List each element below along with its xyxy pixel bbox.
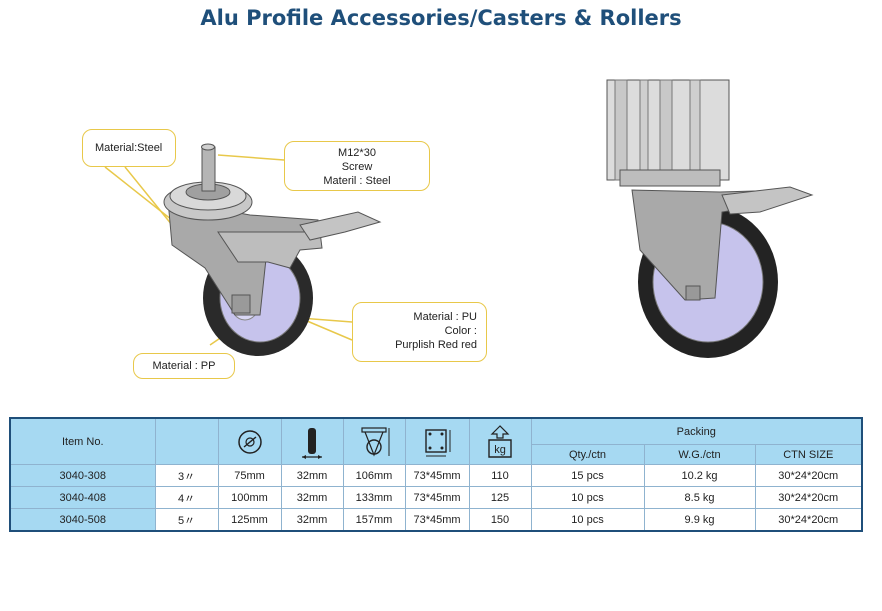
callout-text: Color :: [444, 325, 477, 337]
callout-text: Purplish Red red: [395, 339, 477, 351]
caster-right-drawing: [606, 79, 814, 358]
ctn-cell: 30*24*20cm: [754, 464, 863, 487]
table-row: 3040-308 3〃 75mm 32mm 106mm 73*45mm 110 …: [9, 464, 863, 487]
callout-text: Screw: [341, 161, 373, 173]
caster-left-drawing: [163, 143, 382, 356]
size-cell: 4〃: [154, 486, 219, 509]
load-unit-label: kg: [494, 444, 506, 456]
width-cell: 32mm: [280, 508, 344, 532]
load-cell: 150: [468, 508, 532, 532]
load-cell: 125: [468, 486, 532, 509]
callout-hub-material: Material : PP: [133, 353, 235, 379]
ctn-cell: 30*24*20cm: [754, 508, 863, 532]
ctn-cell: 30*24*20cm: [754, 486, 863, 509]
wheel-diameter-icon: [217, 417, 282, 465]
width-cell: 32mm: [280, 486, 344, 509]
size-header: [154, 417, 219, 465]
callout-text: Material : PP: [152, 360, 216, 372]
item-no-cell: 3040-408: [9, 486, 156, 509]
qty-cell: 15 pcs: [530, 464, 645, 487]
wg-cell: 10.2 kg: [643, 464, 756, 487]
load-capacity-icon: kg: [468, 417, 532, 465]
item-no-header: Item No.: [9, 417, 156, 465]
callout-text: M12*30: [338, 147, 376, 159]
wheel-width-icon: [280, 417, 344, 465]
item-no-cell: 3040-508: [9, 508, 156, 532]
wg-cell: 8.5 kg: [643, 486, 756, 509]
plate-cell: 73*45mm: [404, 508, 470, 532]
plate-cell: 73*45mm: [404, 486, 470, 509]
ctn-header: CTN SIZE: [754, 444, 863, 465]
wg-cell: 9.9 kg: [643, 508, 756, 532]
table-row: 3040-508 5〃 125mm 32mm 157mm 73*45mm 150…: [9, 508, 863, 532]
table-row: 3040-408 4〃 100mm 32mm 133mm 73*45mm 125…: [9, 486, 863, 509]
page-title: Alu Profile Accessories/Casters & Roller…: [200, 6, 682, 30]
spec-table: Item No. kg Packing Qty./ctn W.G./ctn CT…: [9, 417, 863, 532]
callout-text: Material : PU: [413, 311, 477, 323]
size-cell: 5〃: [154, 508, 219, 532]
height-cell: 106mm: [342, 464, 406, 487]
qty-cell: 10 pcs: [530, 486, 645, 509]
caster-illustrations: [104, 79, 814, 358]
height-cell: 157mm: [342, 508, 406, 532]
diameter-cell: 125mm: [217, 508, 282, 532]
size-cell: 3〃: [154, 464, 219, 487]
plate-size-icon: [404, 417, 470, 465]
callout-screw: M12*30 Screw Materil : Steel: [284, 141, 430, 191]
callout-text: Material:Steel: [95, 142, 163, 154]
diameter-cell: 75mm: [217, 464, 282, 487]
qty-header: Qty./ctn: [530, 444, 645, 465]
packing-header: Packing: [530, 417, 863, 445]
diameter-cell: 100mm: [217, 486, 282, 509]
plate-cell: 73*45mm: [404, 464, 470, 487]
callout-top-material: Material:Steel: [82, 129, 176, 167]
load-cell: 110: [468, 464, 532, 487]
total-height-icon: [342, 417, 406, 465]
height-cell: 133mm: [342, 486, 406, 509]
width-cell: 32mm: [280, 464, 344, 487]
item-no-cell: 3040-308: [9, 464, 156, 487]
qty-cell: 10 pcs: [530, 508, 645, 532]
wg-header: W.G./ctn: [643, 444, 756, 465]
table-header-row: Item No. kg Packing: [9, 417, 863, 465]
callout-text: Materil : Steel: [323, 175, 391, 187]
callout-wheel-material: Material : PU Color : Purplish Red red: [352, 302, 487, 362]
